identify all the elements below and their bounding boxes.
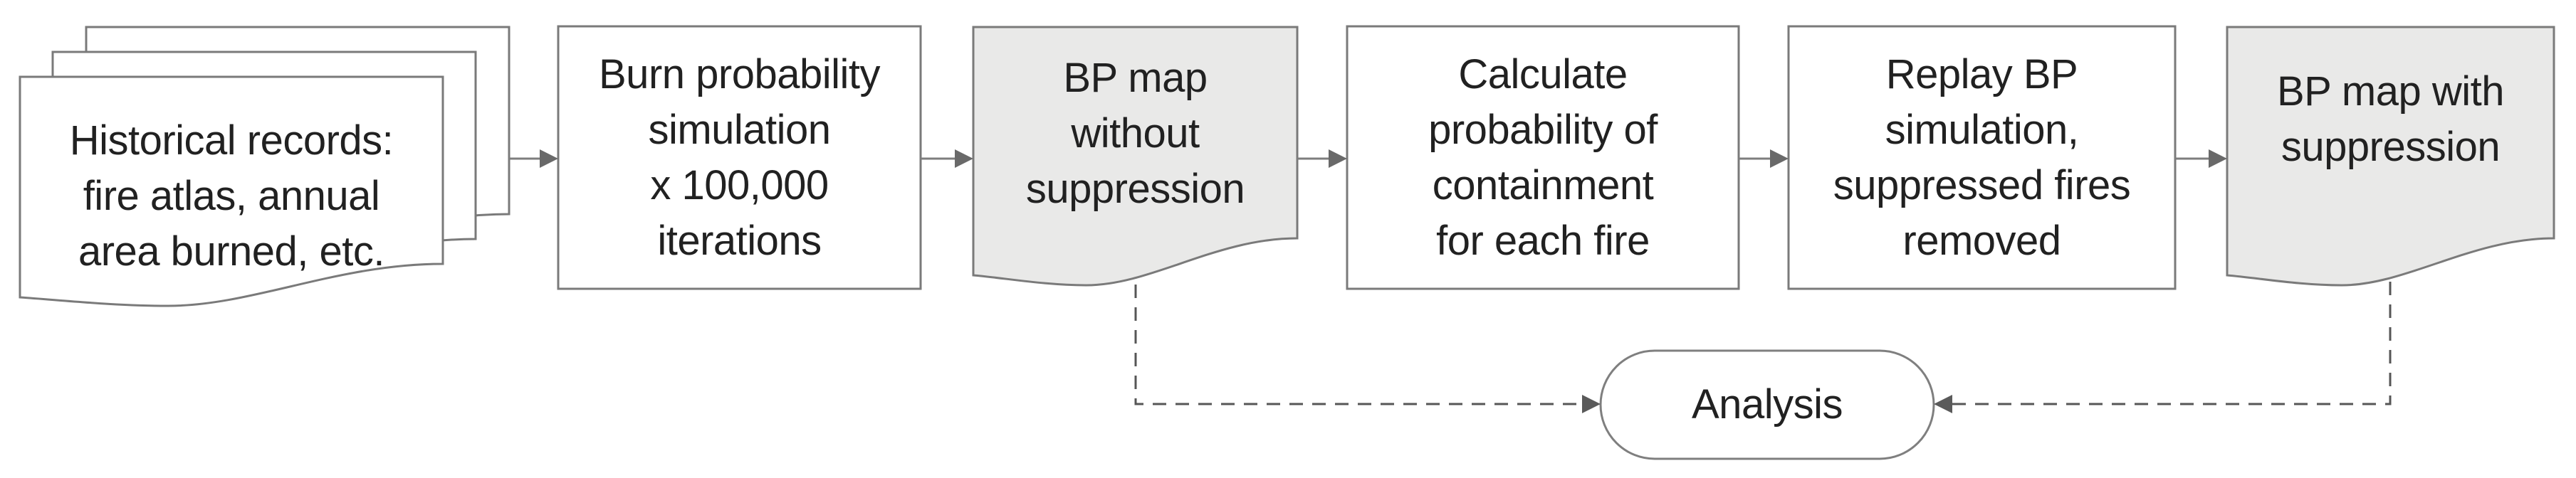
process-box-replay-bp-simulation [1787, 25, 2177, 290]
node-label-analysis: Analysis [1692, 381, 1843, 427]
node-label-replay-bp-simulation: Replay BP simulation, suppressed fires r… [1833, 51, 2131, 264]
multidocument-shape-historical-records [19, 26, 511, 307]
dashed-arrow-bp-map-with-to-analysis [1934, 282, 2392, 413]
document-shape-bp-map-with-suppression [2226, 26, 2555, 287]
process-box-calculate-probability [1346, 25, 1740, 290]
document-page-front [19, 75, 444, 307]
node-label-historical-records: Historical records: fire atlas, annual a… [69, 117, 394, 275]
document-shape-bp-map-without-suppression [972, 26, 1299, 287]
terminator-shape-analysis [1599, 349, 1935, 460]
node-label-bp-map-with-suppression: BP map with suppression [2276, 68, 2505, 170]
node-label-calculate-probability: Calculate probability of containment for… [1428, 51, 1658, 264]
process-box-burn-probability-simulation [557, 25, 922, 290]
dashed-arrow-bp-map-without-to-analysis [1134, 285, 1601, 413]
node-label-burn-probability-simulation: Burn probability simulation x 100,000 it… [599, 51, 881, 264]
node-label-bp-map-without-suppression: BP map without suppression [1025, 55, 1245, 212]
